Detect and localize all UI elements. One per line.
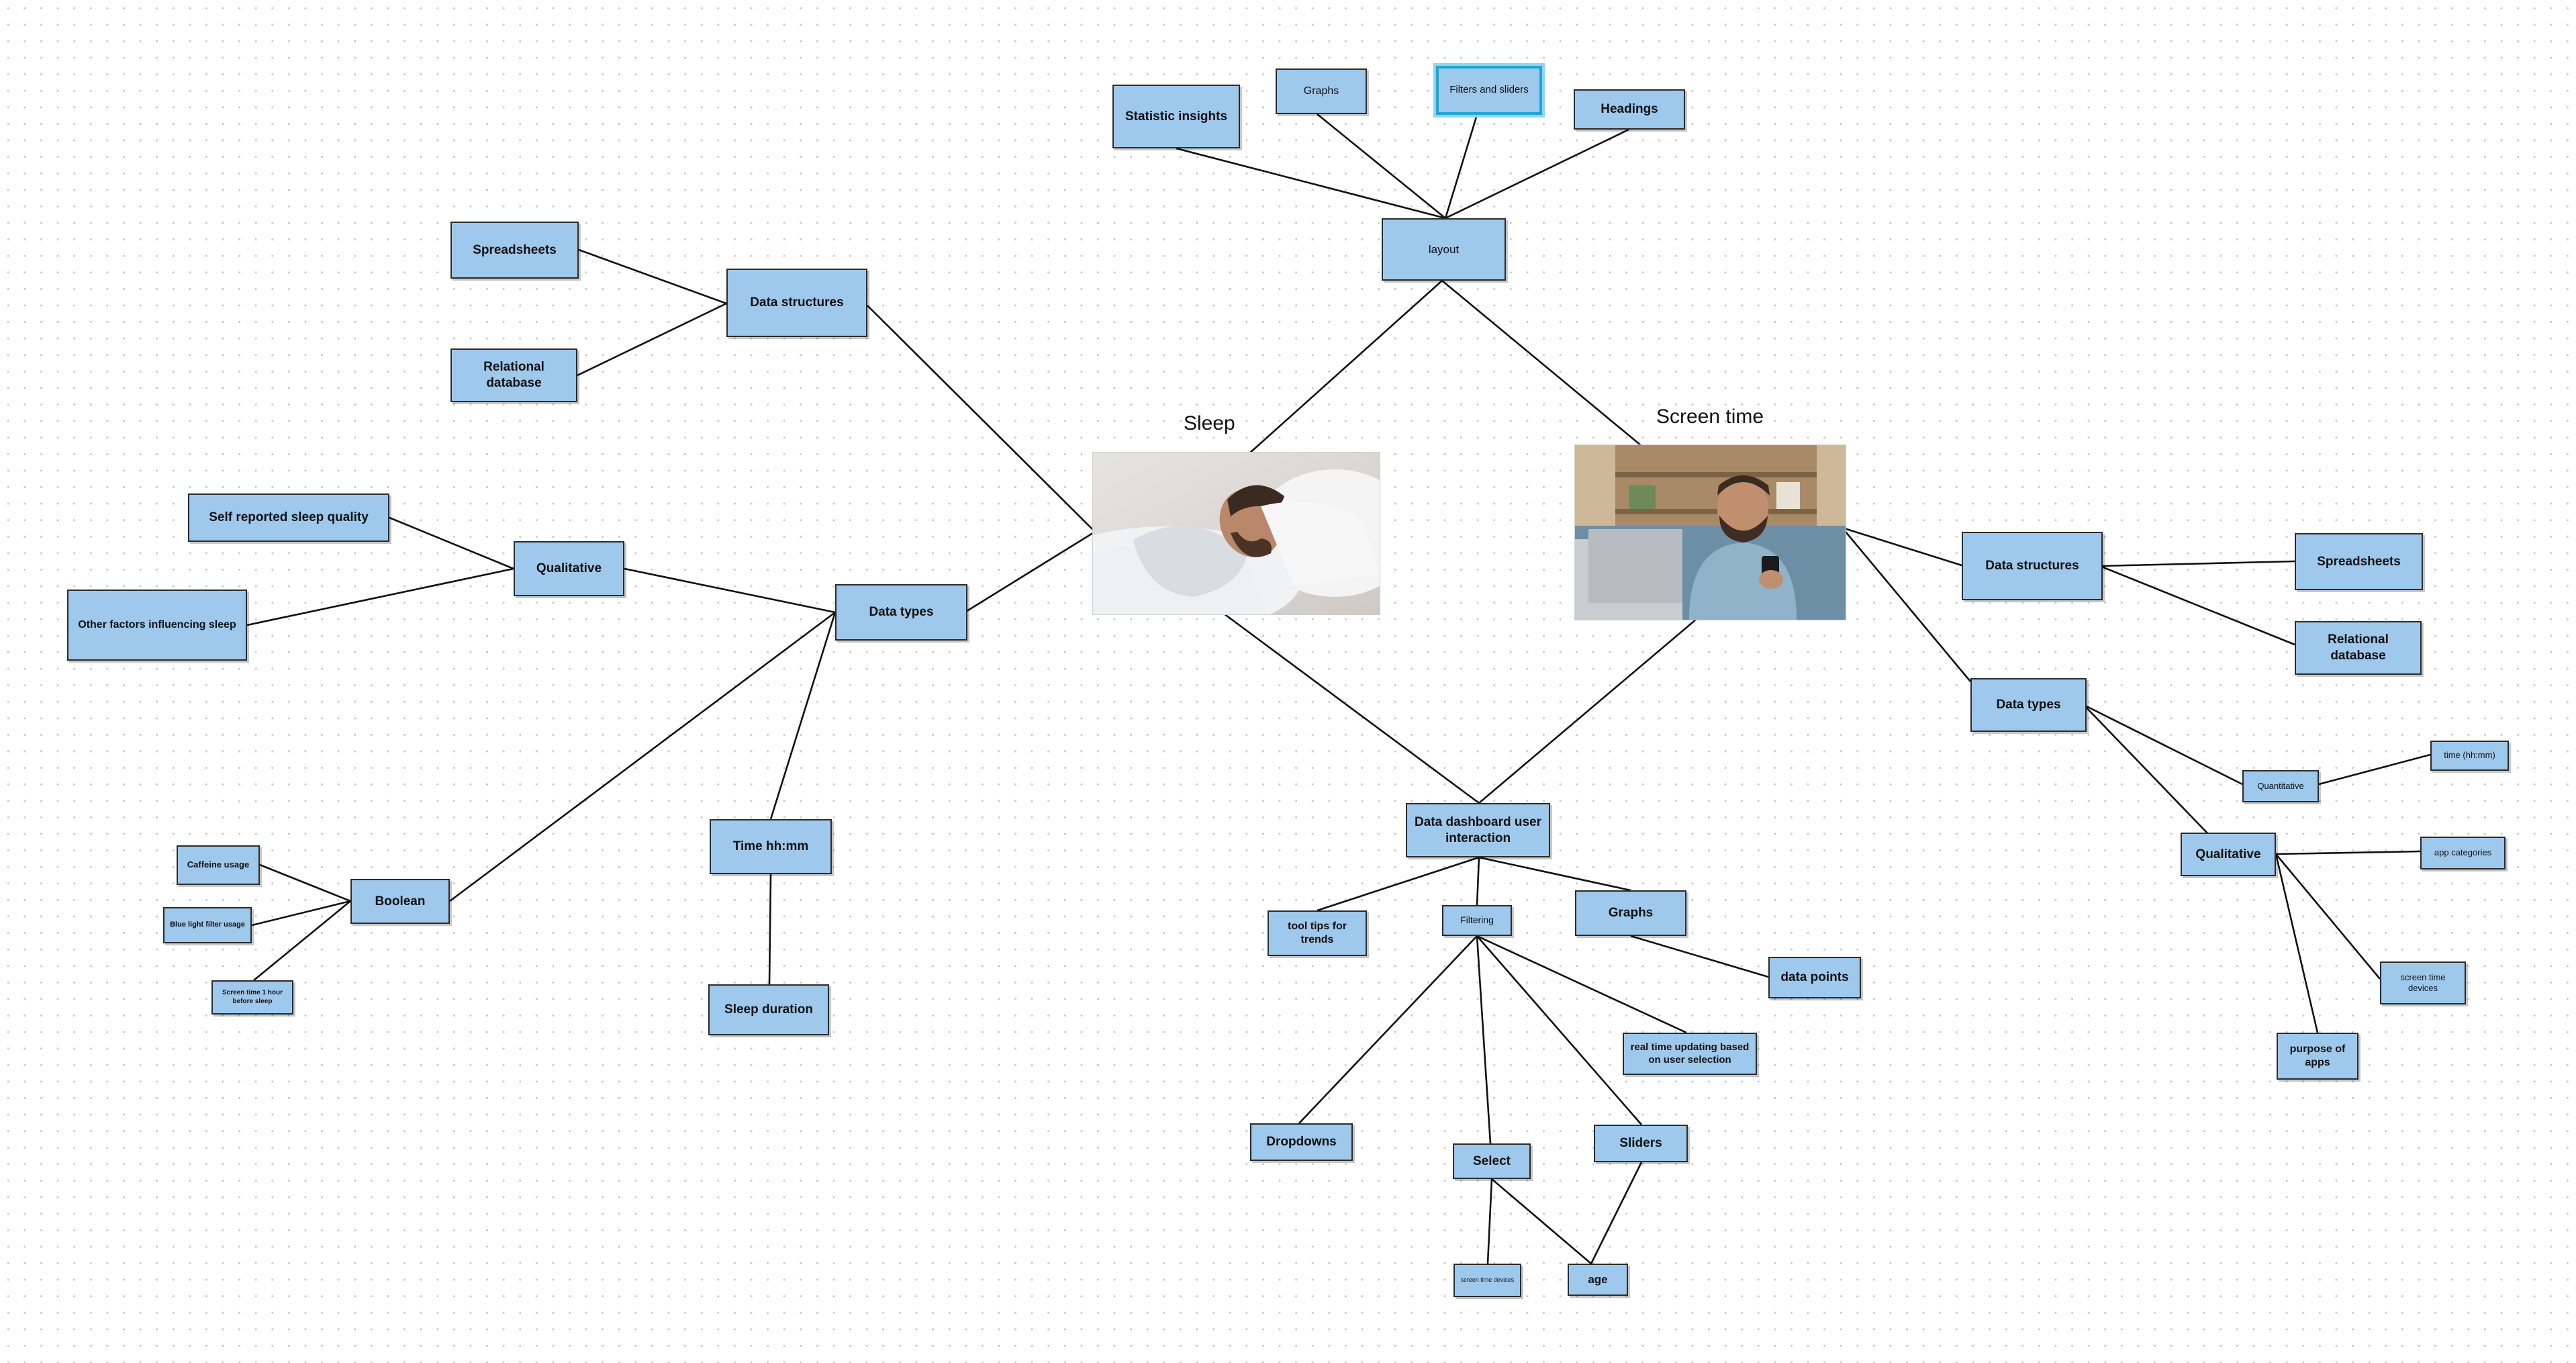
node-screen-time-hhmm[interactable]: time (hh:mm) <box>2430 741 2509 771</box>
node-sliders[interactable]: Sliders <box>1594 1125 1688 1162</box>
node-caffeine[interactable]: Caffeine usage <box>177 845 260 885</box>
edge-layout-sleep <box>1248 280 1443 455</box>
node-sleep-qualitative[interactable]: Qualitative <box>514 541 624 596</box>
screen-time-photo[interactable] <box>1574 444 1846 620</box>
node-sleep-duration[interactable]: Sleep duration <box>708 984 829 1035</box>
node-real-time[interactable]: real time updating based on user selecti… <box>1623 1033 1757 1075</box>
edge-filter-select <box>1476 935 1492 1144</box>
edge-time-duration <box>768 874 772 985</box>
edge-dt-time <box>769 612 837 820</box>
node-interaction-graphs[interactable]: Graphs <box>1575 890 1686 936</box>
edge-filter-sliders <box>1476 935 1642 1125</box>
node-layout[interactable]: layout <box>1382 218 1506 281</box>
node-screen-time-devices-right[interactable]: screen time devices <box>2380 961 2466 1004</box>
edge-sdt-quantitative <box>2083 704 2243 786</box>
edge-layout-screen <box>1441 279 1642 447</box>
sleep-title: Sleep <box>1184 412 1235 434</box>
edge-dt-qualitative <box>624 567 836 614</box>
node-statistic-insights[interactable]: Statistic insights <box>1112 85 1240 148</box>
edge-screen-datatypes <box>1842 527 1971 682</box>
edge-filter-dropdowns <box>1298 935 1478 1124</box>
edge-layout-filters <box>1444 114 1478 219</box>
node-sleep-spreadsheets[interactable]: Spreadsheets <box>450 222 579 279</box>
edge-sds-relational <box>2099 565 2295 646</box>
node-dropdowns[interactable]: Dropdowns <box>1250 1123 1353 1161</box>
edge-quant-time <box>2318 753 2431 786</box>
edge-filter-realtime <box>1476 935 1687 1034</box>
node-layout-graphs[interactable]: Graphs <box>1276 68 1367 114</box>
node-tool-tips[interactable]: tool tips for trends <box>1268 910 1367 956</box>
edge-ds-relational <box>577 302 727 377</box>
node-boolean[interactable]: Boolean <box>350 879 450 924</box>
node-dashboard[interactable]: Data dashboard user interaction <box>1406 803 1550 857</box>
node-sleep-relational-database[interactable]: Relational database <box>450 348 577 402</box>
edge-qual-appcat <box>2275 850 2421 855</box>
screen-time-title: Screen time <box>1656 406 1764 428</box>
edge-graphs-datapoints <box>1630 935 1769 978</box>
edge-dash-tooltips <box>1317 856 1480 912</box>
edge-screen-datastructures <box>1842 526 1962 567</box>
node-screen-qualitative[interactable]: Qualitative <box>2181 833 2276 876</box>
node-screen-before-sleep[interactable]: Screen time 1 hour before sleep <box>211 980 293 1015</box>
edge-qual-self <box>389 516 514 570</box>
node-quantitative[interactable]: Quantitative <box>2242 770 2319 802</box>
edge-sleep-datastructures <box>867 305 1096 532</box>
edge-layout-headings <box>1445 128 1629 220</box>
node-app-categories[interactable]: app categories <box>2420 837 2506 869</box>
node-blue-light[interactable]: Blue light filter usage <box>163 907 252 943</box>
sleep-photo[interactable] <box>1092 452 1380 615</box>
node-age[interactable]: age <box>1568 1264 1628 1296</box>
node-screen-data-types[interactable]: Data types <box>1970 678 2087 732</box>
edge-sds-spreadsheets <box>2099 560 2295 567</box>
node-screen-spreadsheets[interactable]: Spreadsheets <box>2295 533 2423 590</box>
node-other-factors[interactable]: Other factors influencing sleep <box>67 590 247 661</box>
node-purpose-of-apps[interactable]: purpose of apps <box>2277 1033 2358 1080</box>
edge-bool-screenbefore <box>253 900 351 982</box>
node-filtering[interactable]: Filtering <box>1442 905 1512 936</box>
edge-sleep-datatypes <box>964 530 1096 614</box>
node-data-points[interactable]: data points <box>1768 957 1861 998</box>
edge-bool-bluelight <box>251 900 351 927</box>
node-screen-data-structures[interactable]: Data structures <box>1962 532 2103 600</box>
edge-layout-graphs <box>1317 113 1446 220</box>
edge-qual-devices <box>2275 853 2381 980</box>
man-using-phone-image <box>1575 445 1846 620</box>
edge-select-devices <box>1486 1178 1493 1264</box>
edge-dash-graphs <box>1478 856 1631 892</box>
node-screen-time-devices[interactable]: screen time devices <box>1453 1264 1521 1297</box>
edge-dash-filtering <box>1476 857 1480 906</box>
edge-qual-purpose <box>2275 853 2319 1033</box>
edge-bool-caffeine <box>259 863 351 902</box>
edge-qual-other <box>246 567 514 626</box>
edge-select-age <box>1491 1178 1592 1264</box>
node-sleep-time[interactable]: Time hh:mm <box>710 819 832 874</box>
node-select[interactable]: Select <box>1453 1143 1531 1179</box>
node-screen-relational-database[interactable]: Relational database <box>2295 621 2422 675</box>
node-sleep-data-structures[interactable]: Data structures <box>726 269 867 337</box>
edge-screen-dashboard <box>1478 618 1697 804</box>
edge-sdt-qualitative <box>2083 704 2228 855</box>
edge-layout-statistic <box>1176 147 1446 220</box>
node-filters-sliders[interactable]: Filters and sliders <box>1436 66 1542 115</box>
edge-sleep-dashboard <box>1223 612 1480 804</box>
edge-dt-boolean <box>449 611 836 902</box>
man-sleeping-image <box>1093 453 1380 614</box>
edge-ds-spreadsheets <box>578 248 727 305</box>
node-sleep-data-types[interactable]: Data types <box>835 584 967 641</box>
edge-sliders-age <box>1590 1162 1643 1264</box>
node-headings[interactable]: Headings <box>1574 89 1685 130</box>
node-self-reported[interactable]: Self reported sleep quality <box>188 493 389 542</box>
